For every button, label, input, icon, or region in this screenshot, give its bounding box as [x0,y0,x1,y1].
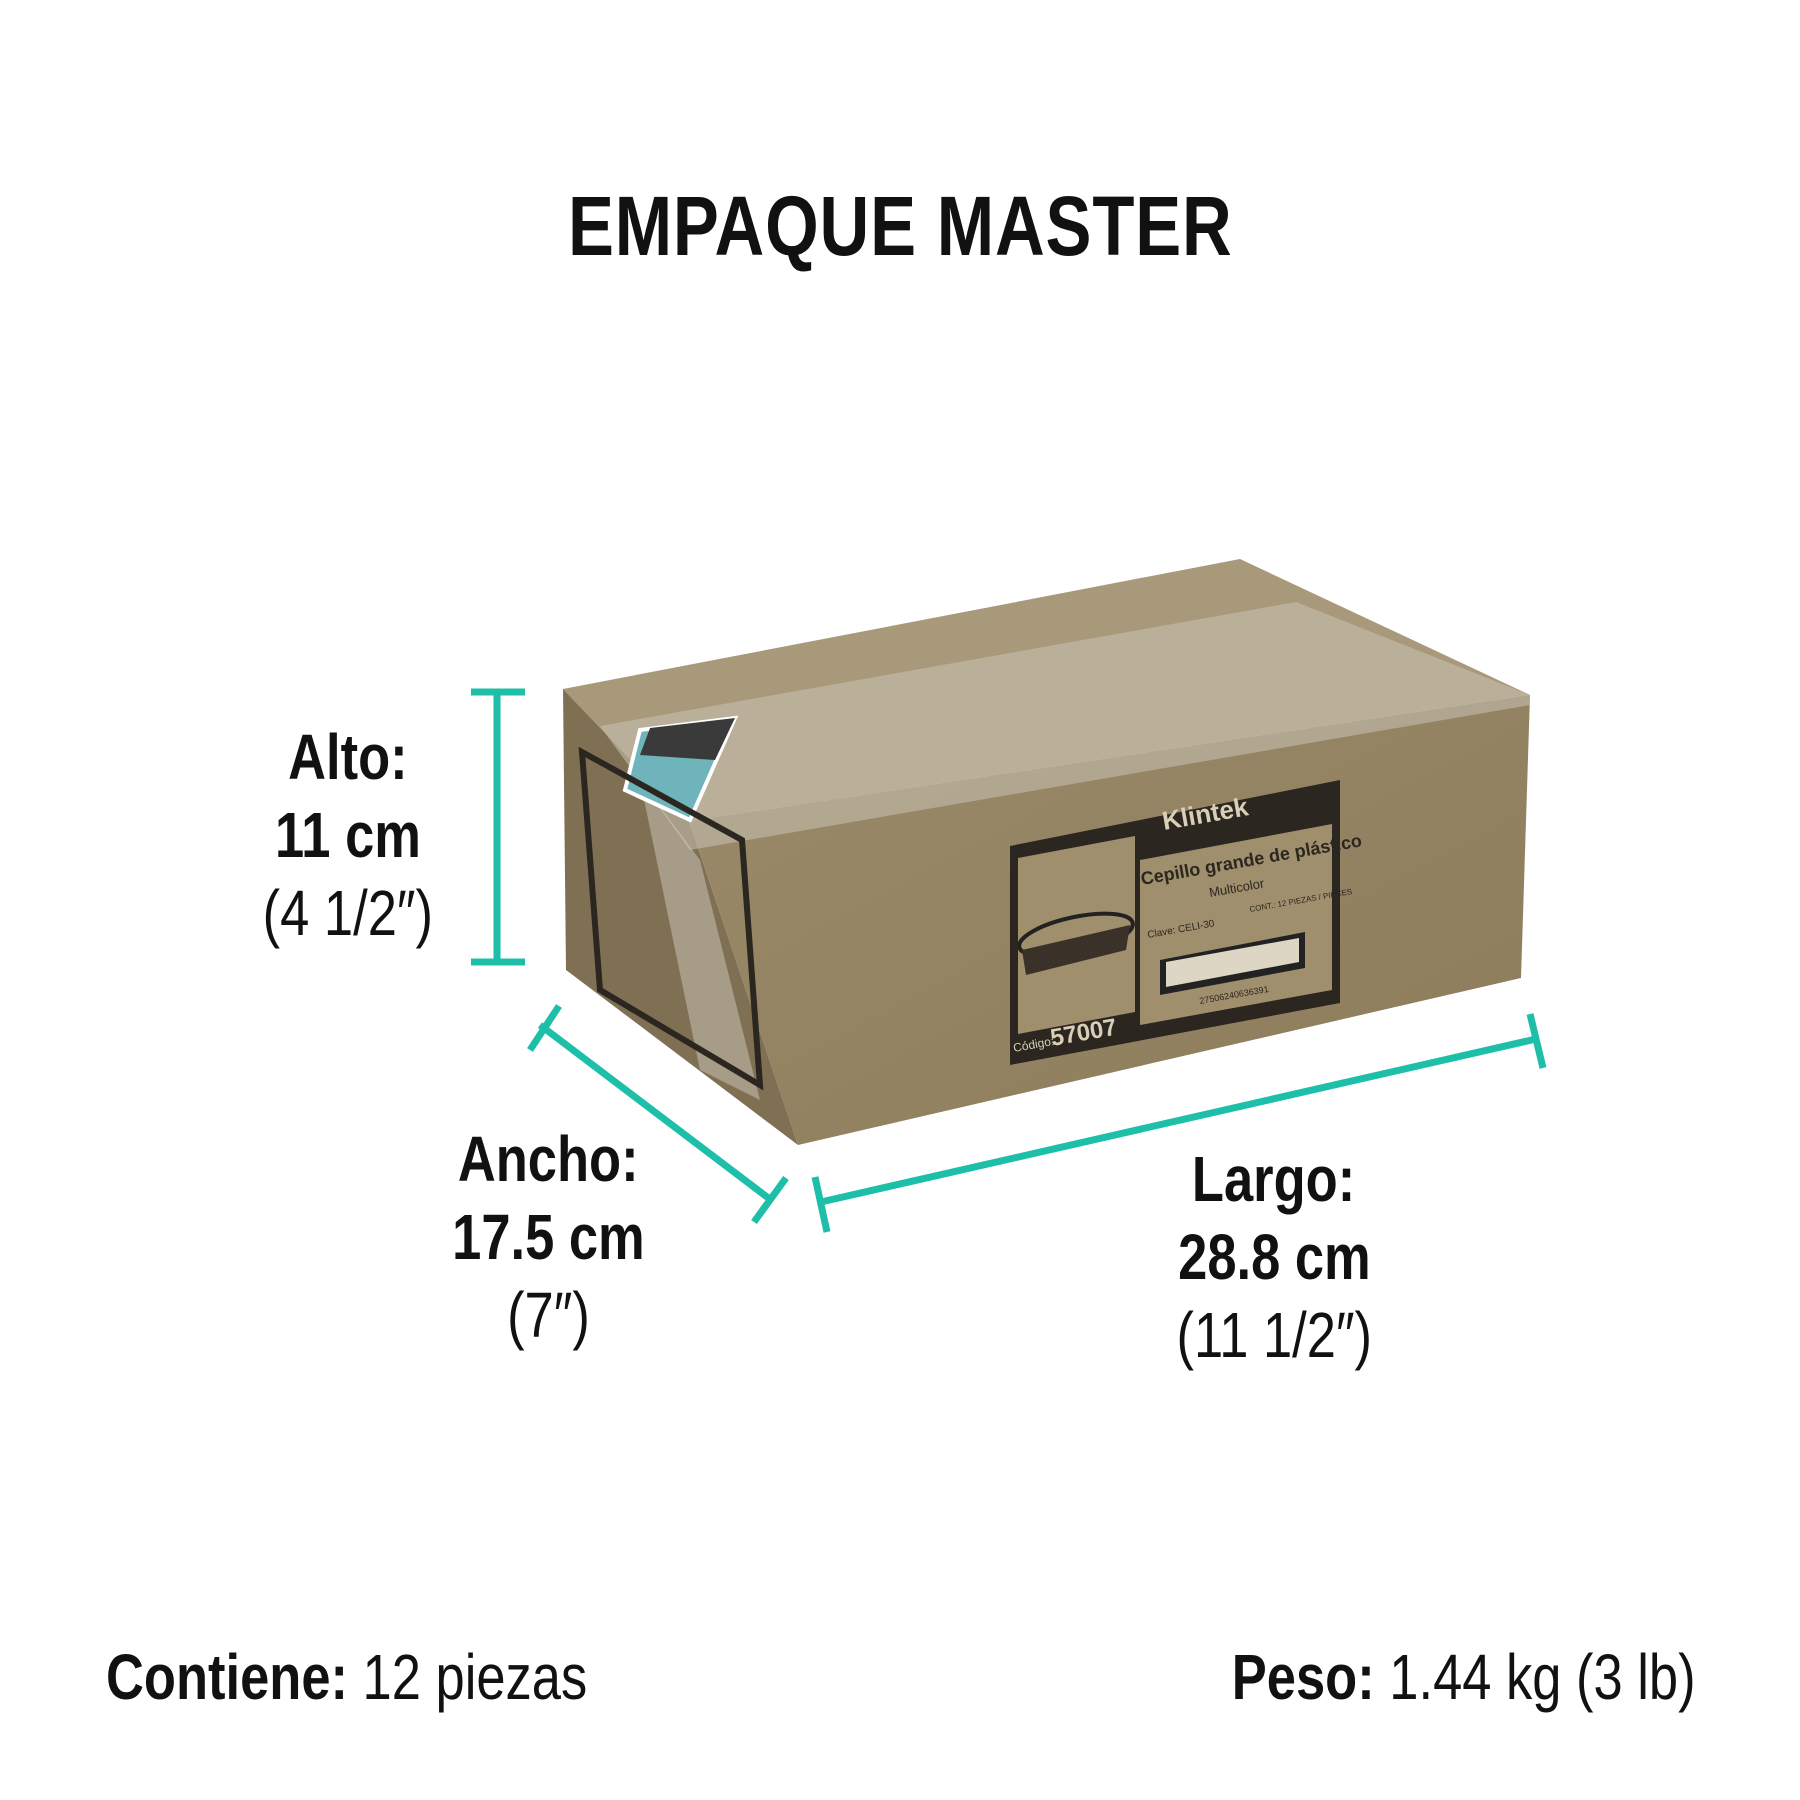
largo-dimension-line [811,1013,1547,1233]
contiene-value: 12 piezas [362,1641,588,1713]
ancho-label: Ancho: [457,1123,639,1195]
side-product-label [578,746,764,1091]
dimension-lines [471,688,1547,1233]
packing-tape-side [640,780,760,1100]
page-title: EMPAQUE MASTER [567,179,1233,273]
box-left-face [563,689,798,1145]
largo-label: Largo: [1192,1143,1356,1215]
peso-label: Peso: [1232,1641,1376,1713]
alto-label: Alto: [288,721,408,793]
sticker-dark-band [640,718,735,760]
ancho-dimension: Ancho: 17.5 cm (7″) [398,1120,698,1354]
ancho-imperial: (7″) [506,1279,590,1351]
alto-imperial: (4 1/2″) [262,877,434,949]
alto-metric: 11 cm [275,799,421,871]
front-product-label: Klintek Cepillo grande de plástico Multi… [1010,780,1363,1065]
ancho-dimension-line [527,1004,789,1225]
weight-info: Peso: 1.44 kg (3 lb) [1232,1640,1696,1714]
largo-metric: 28.8 cm [1177,1221,1371,1293]
alto-dimension-line [471,688,525,966]
alto-dimension: Alto: 11 cm (4 1/2″) [198,718,498,952]
contiene-label: Contiene: [106,1641,348,1713]
peso-value: 1.44 kg (3 lb) [1389,1641,1696,1713]
packing-tape [600,602,1530,850]
contents-info: Contiene: 12 piezas [106,1640,587,1714]
largo-imperial: (11 1/2″) [1176,1299,1372,1371]
largo-dimension: Largo: 28.8 cm (11 1/2″) [1124,1140,1424,1374]
ancho-metric: 17.5 cm [451,1201,645,1273]
